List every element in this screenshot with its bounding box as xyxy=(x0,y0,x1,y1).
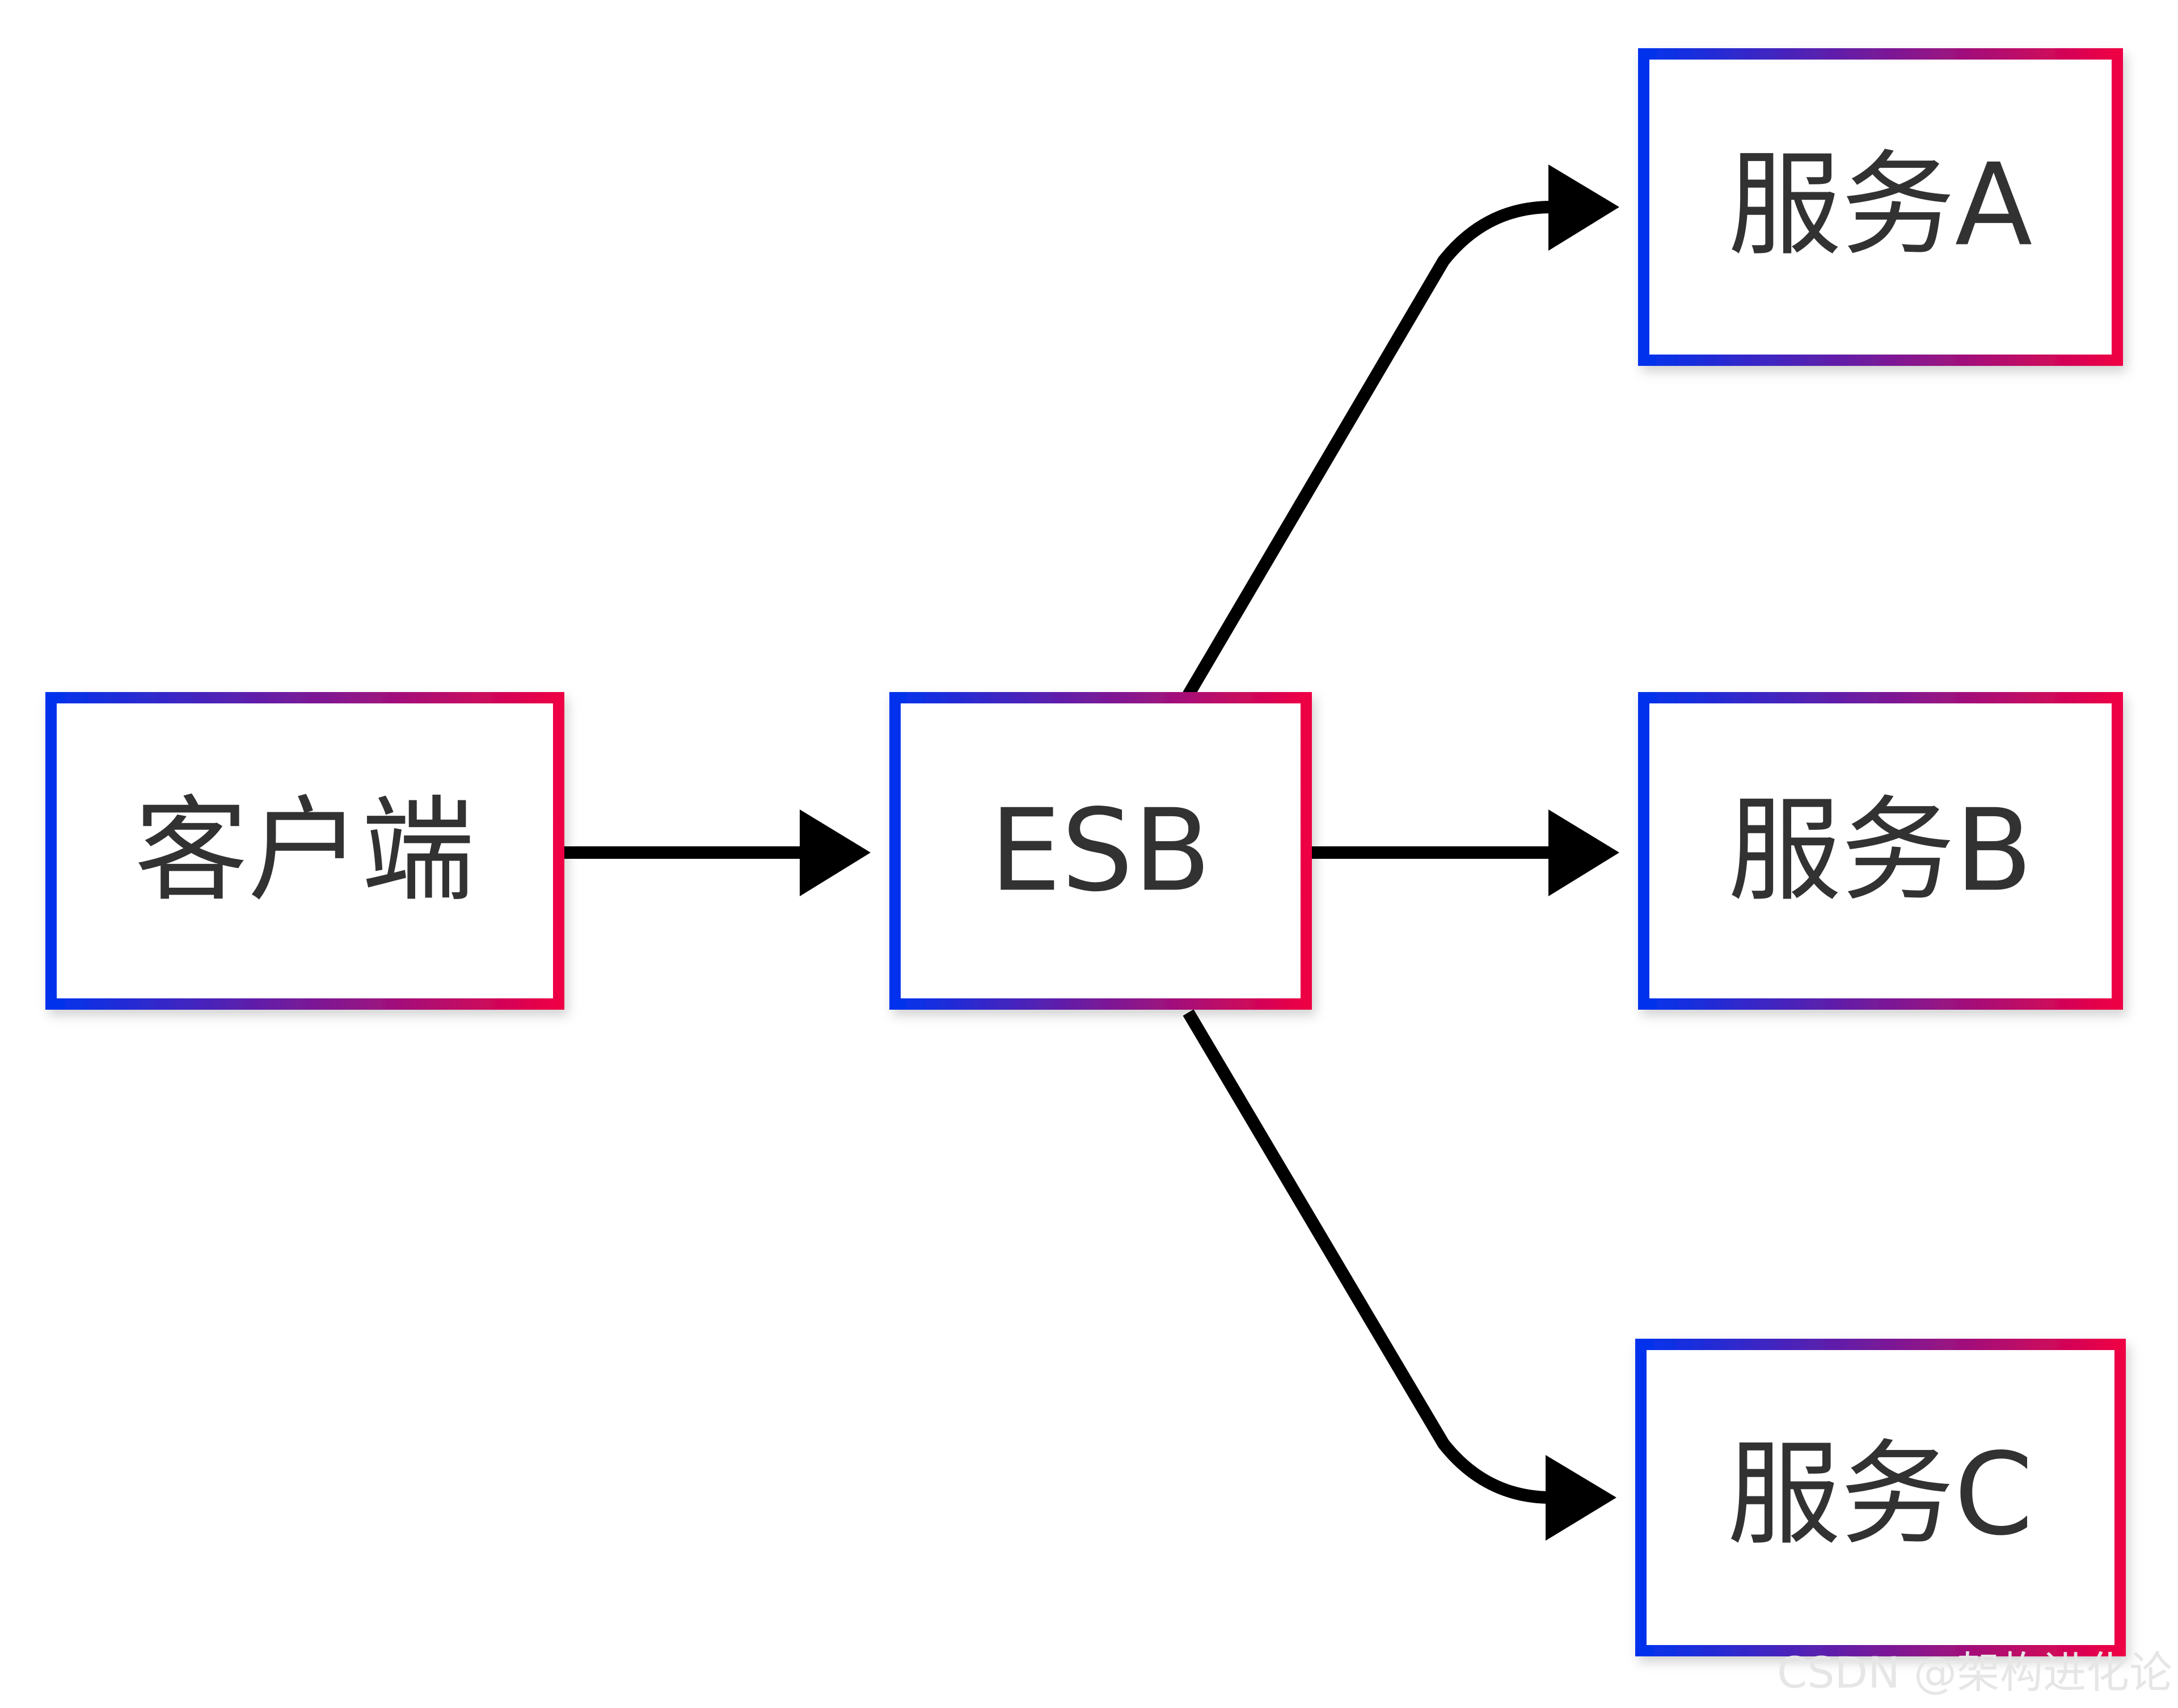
node-service-a-label: 服务A xyxy=(1728,140,2033,272)
node-service-c-label: 服务C xyxy=(1727,1429,2033,1561)
edge-esb-to-service-b xyxy=(1310,809,1619,896)
node-service-c[interactable]: 服务C xyxy=(1635,1339,2126,1656)
edge-client-to-esb xyxy=(564,809,871,896)
edge-esb-to-service-c xyxy=(1183,1009,1616,1541)
node-esb-label: ESB xyxy=(990,785,1212,917)
edge-esb-to-service-a xyxy=(1183,165,1619,698)
edges xyxy=(564,165,1619,1541)
node-esb[interactable]: ESB xyxy=(889,692,1312,1010)
node-service-b[interactable]: 服务B xyxy=(1638,692,2123,1010)
node-client[interactable]: 客户端 xyxy=(45,692,564,1010)
node-service-a[interactable]: 服务A xyxy=(1638,48,2123,366)
watermark: CSDN @架构进化论 xyxy=(1777,1647,2172,1698)
node-service-b-label: 服务B xyxy=(1728,785,2032,917)
node-client-label: 客户端 xyxy=(134,785,475,917)
